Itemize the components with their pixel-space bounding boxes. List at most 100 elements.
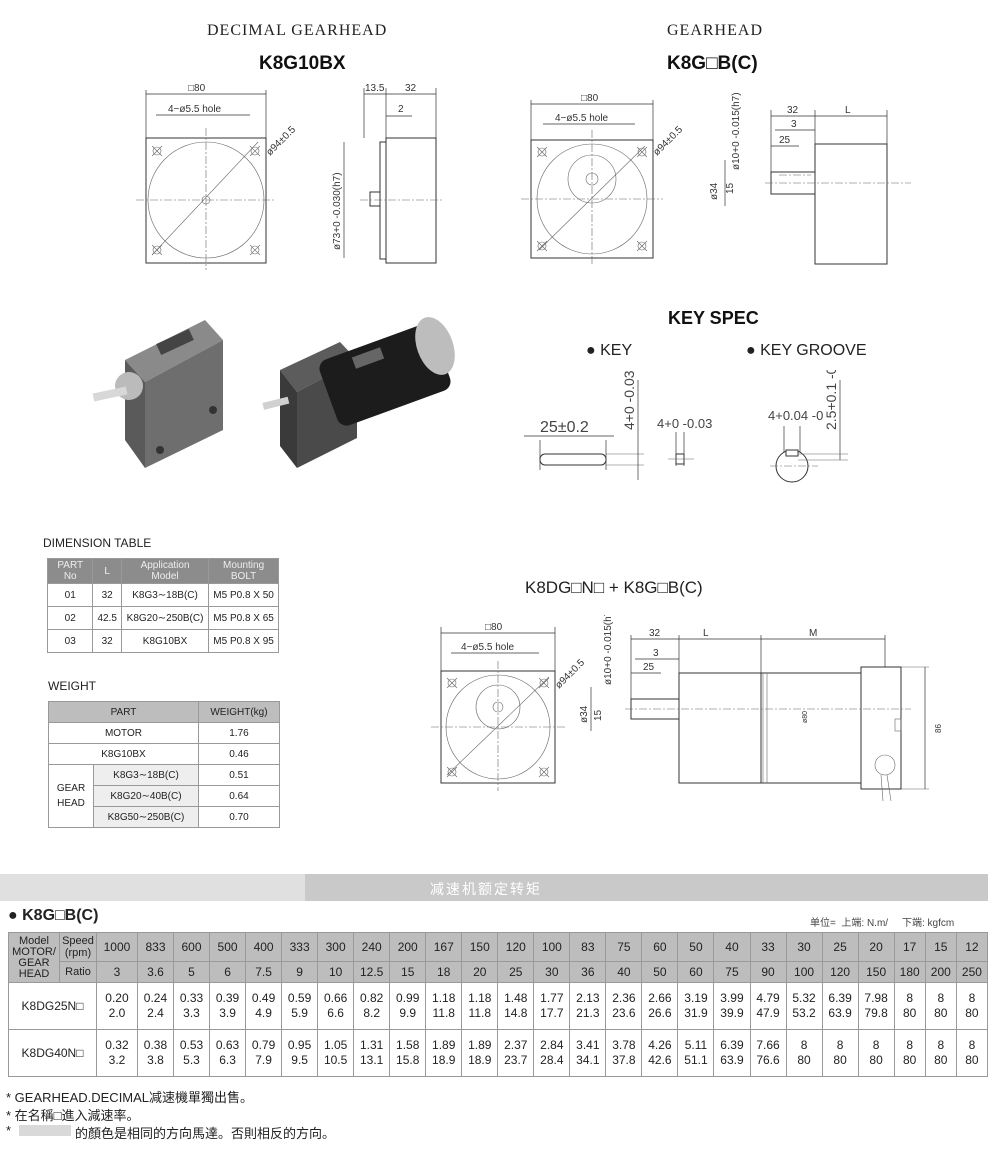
note-3: 的顏色是相同的方向馬達。否則相反的方向。 bbox=[75, 1126, 336, 1141]
torque-kgfcm: 80 bbox=[903, 1006, 917, 1020]
ratio-cell: 18 bbox=[425, 961, 463, 983]
torque-kgfcm: 39.9 bbox=[720, 1006, 744, 1020]
cell: MOTOR bbox=[48, 722, 199, 744]
asm-dim-15: 15 bbox=[593, 709, 604, 721]
speed-cell: 40 bbox=[713, 932, 751, 962]
cell: M5 P0.8 X 50 bbox=[208, 583, 279, 607]
table-row: K8G50∼250B(C) 0.70 bbox=[49, 806, 281, 828]
torque-kgfcm: 80 bbox=[934, 1053, 948, 1067]
ratio-cell: 30 bbox=[533, 961, 571, 983]
torque-kgfcm: 11.8 bbox=[468, 1006, 491, 1020]
cell: K8G10BX bbox=[48, 743, 199, 765]
ratio-cell: 7.5 bbox=[245, 961, 283, 983]
weight-title: WEIGHT bbox=[48, 679, 96, 693]
asm-dim-M: M bbox=[809, 628, 817, 639]
ratio-cell: 250 bbox=[955, 961, 989, 983]
torque-nm: 7.66 bbox=[756, 1038, 780, 1052]
table-row: GEAR HEAD K8G3∼18B(C) 0.51 bbox=[48, 764, 281, 828]
cell: 32 bbox=[92, 583, 122, 607]
dimension-table-title: DIMENSION TABLE bbox=[43, 536, 152, 550]
torque-nm: 2.66 bbox=[648, 991, 672, 1005]
gearhead-dim-L: L bbox=[845, 105, 851, 116]
cell: K8G10BX bbox=[120, 629, 210, 653]
speed-cell: 15 bbox=[924, 932, 957, 962]
torque-kgfcm: 80 bbox=[965, 1053, 979, 1067]
torque-nm: 1.89 bbox=[432, 1038, 456, 1052]
dim-2: 2 bbox=[398, 104, 404, 115]
speed-cell: 150 bbox=[461, 932, 499, 962]
torque-nm: 1.18 bbox=[468, 991, 492, 1005]
torque-kgfcm: 80 bbox=[833, 1053, 847, 1067]
speed-cell: 833 bbox=[136, 932, 175, 962]
cell: 0.51 bbox=[197, 764, 281, 786]
torque-kgfcm: 21.3 bbox=[576, 1006, 600, 1020]
asm-square: □80 bbox=[485, 622, 503, 633]
speed-cell: 33 bbox=[749, 932, 787, 962]
gearhead-drawing: □80 4−ø5.5 hole ø94±0.5 ø10+0 -0.015(h7)… bbox=[521, 92, 911, 266]
asm-hole: 4−ø5.5 hole bbox=[461, 642, 515, 653]
ratio-cell: 200 bbox=[924, 961, 957, 983]
torque-kgfcm: 76.6 bbox=[756, 1053, 780, 1067]
gearhead-dim-3: 3 bbox=[791, 119, 797, 130]
torque-nm: 0.99 bbox=[396, 991, 420, 1005]
torque-nm: 0.79 bbox=[251, 1038, 276, 1052]
torque-kgfcm: 80 bbox=[965, 1006, 979, 1020]
groove-depth: 2.5+0.1 -0 bbox=[823, 370, 839, 430]
gearhead-dim-25: 25 bbox=[779, 135, 791, 146]
ratio-cell: 180 bbox=[893, 961, 926, 983]
speed-cell: 20 bbox=[857, 932, 895, 962]
speed-cell: 50 bbox=[677, 932, 715, 962]
decimal-gearhead-model: K8G10BX bbox=[259, 53, 346, 74]
ratio-cell: 100 bbox=[785, 961, 823, 983]
cell: K8G3∼18B(C) bbox=[120, 583, 210, 607]
ratio-cell: 36 bbox=[569, 961, 607, 983]
torque-kgfcm: 37.8 bbox=[612, 1053, 636, 1067]
key-length: 25±0.2 bbox=[540, 419, 589, 436]
torque-nm: 1.77 bbox=[540, 991, 564, 1005]
key-label: ● KEY bbox=[586, 342, 633, 359]
note-1: * GEARHEAD.DECIMAL减速機單獨出售。 bbox=[6, 1090, 254, 1105]
torque-nm: 1.89 bbox=[468, 1038, 492, 1052]
ratio-cell: 60 bbox=[677, 961, 715, 983]
cell: GEAR HEAD bbox=[48, 764, 94, 828]
torque-kgfcm: 47.9 bbox=[756, 1006, 780, 1020]
gearhead-dim-15: 15 bbox=[725, 182, 736, 194]
model-cell: K8DG40N□ bbox=[8, 1029, 97, 1077]
torque-kgfcm: 5.3 bbox=[183, 1053, 200, 1067]
gearhead-model: K8G□B(C) bbox=[667, 53, 758, 74]
units-note: 单位= 上端: N.m/ 下端: kgfcm bbox=[810, 918, 955, 929]
weight-th-part: PART bbox=[48, 701, 199, 723]
torque-kgfcm: 80 bbox=[934, 1006, 948, 1020]
torque-nm: 3.78 bbox=[612, 1038, 636, 1052]
table-row: MOTOR 1.76 bbox=[48, 722, 281, 744]
dim-hole-label: 4−ø5.5 hole bbox=[168, 104, 222, 115]
speed-cell: 30 bbox=[785, 932, 823, 962]
torque-nm: 0.66 bbox=[323, 991, 348, 1005]
torque-nm: 3.99 bbox=[720, 991, 744, 1005]
dim-13-5: 13.5 bbox=[365, 83, 385, 94]
torque-kgfcm: 3.3 bbox=[183, 1006, 200, 1020]
dim-square-label: □80 bbox=[188, 83, 206, 94]
ratio-cell: 75 bbox=[713, 961, 751, 983]
key-height: 4+0 -0.03 bbox=[621, 370, 637, 430]
torque-kgfcm: 9.5 bbox=[291, 1053, 308, 1067]
cell: 1.76 bbox=[197, 722, 281, 744]
